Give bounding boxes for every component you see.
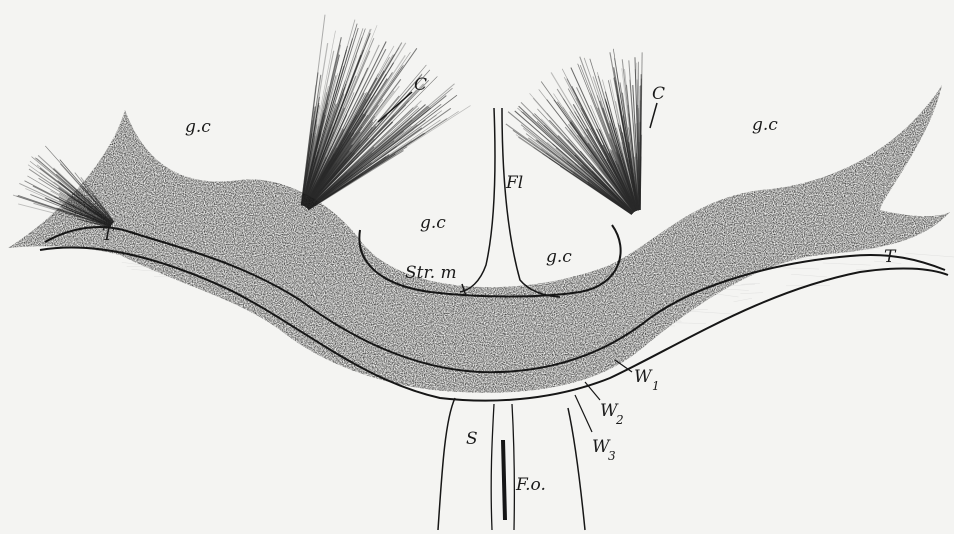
fornix-left-line bbox=[491, 404, 494, 530]
label-t-left: T bbox=[102, 225, 115, 245]
septum-right-line bbox=[568, 408, 585, 530]
septum-left-line bbox=[438, 398, 455, 530]
label-w1: W bbox=[634, 367, 653, 387]
band-streak bbox=[716, 294, 739, 297]
pointer-c-right bbox=[650, 103, 657, 128]
label-fl: Fl bbox=[505, 173, 523, 193]
band-streak bbox=[823, 263, 871, 265]
label-gc-center-right: g.c bbox=[546, 247, 572, 267]
label-gc-left-top: g.c bbox=[185, 117, 211, 137]
fornix-right-line bbox=[512, 404, 514, 530]
label-gc-center-left: g.c bbox=[420, 213, 446, 233]
label-w1-sub: 1 bbox=[652, 379, 660, 393]
label-fo: F.o. bbox=[515, 475, 546, 495]
label-w2-sub: 2 bbox=[615, 413, 624, 427]
falx-line bbox=[460, 108, 560, 297]
label-c-right: C bbox=[652, 84, 665, 104]
label-gc-right-top: g.c bbox=[752, 115, 778, 135]
band-streak bbox=[741, 283, 760, 284]
band-streak bbox=[740, 293, 763, 294]
pointer-w3 bbox=[575, 395, 592, 432]
label-s: S bbox=[466, 429, 478, 449]
pointer-w1 bbox=[615, 360, 632, 372]
label-c-left: C bbox=[414, 75, 427, 95]
label-strm: Str. m bbox=[405, 263, 457, 283]
band-streak bbox=[905, 253, 954, 257]
band-streak bbox=[774, 268, 819, 270]
fornix-mark bbox=[503, 440, 505, 520]
band-streak bbox=[690, 311, 739, 314]
band-streak bbox=[791, 274, 827, 277]
label-t-right: T bbox=[884, 247, 897, 267]
label-w3-sub: 3 bbox=[608, 449, 616, 463]
band-streak bbox=[734, 298, 752, 302]
